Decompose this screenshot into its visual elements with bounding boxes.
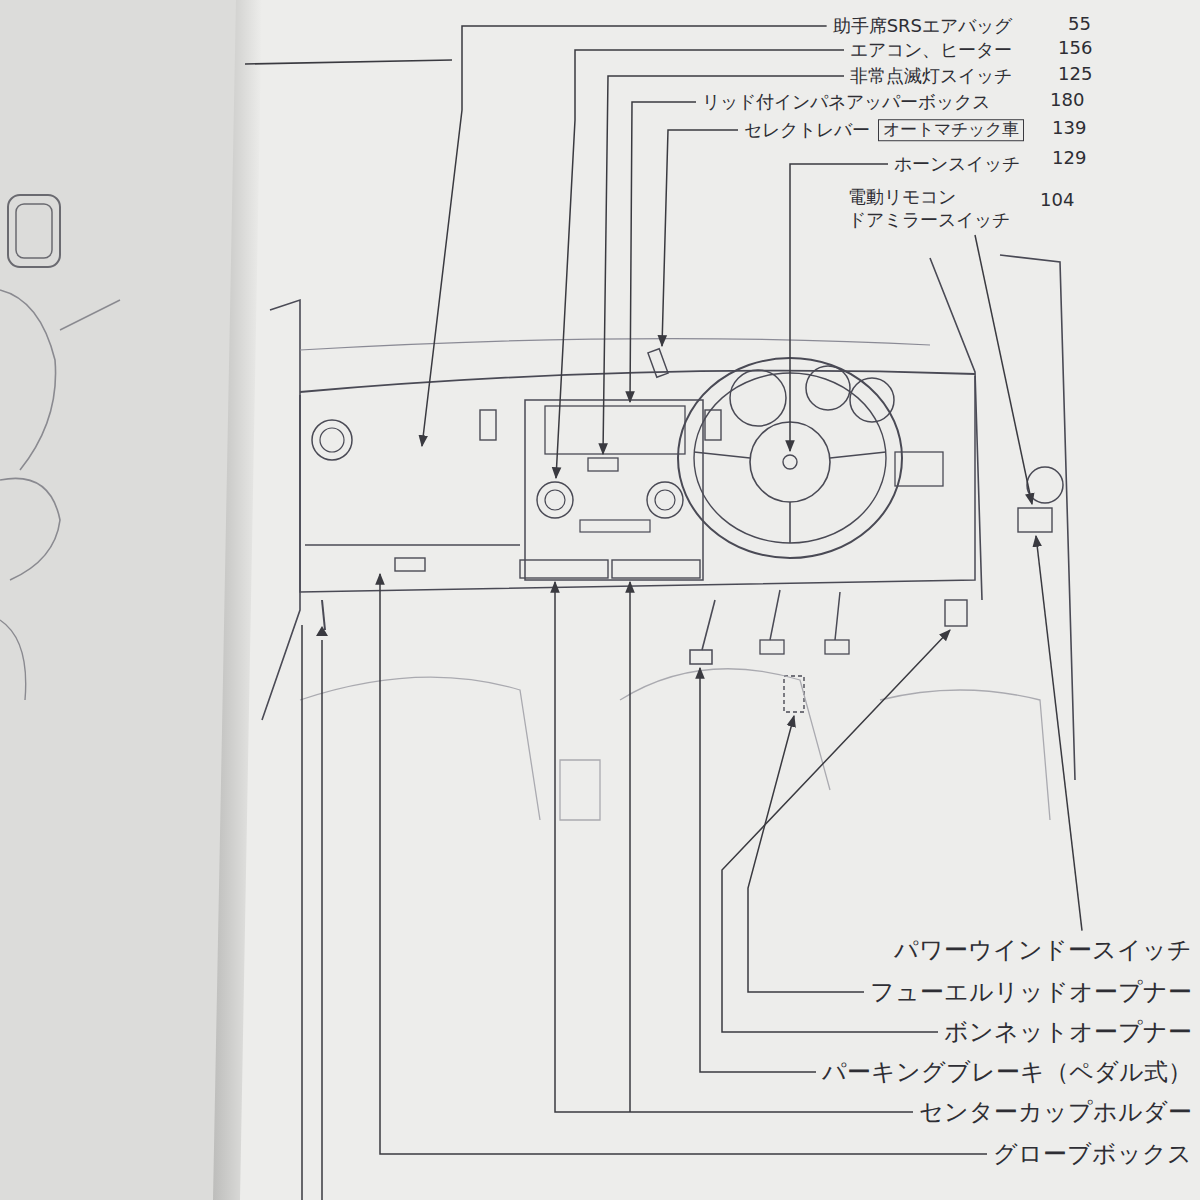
parking-brake-pedal: [702, 600, 715, 650]
air-vent: [545, 490, 565, 510]
part-label: ボンネットオープナー: [944, 1018, 1192, 1047]
page-number: 156: [1058, 37, 1092, 59]
part-label: リッド付インパネアッパーボックス: [702, 91, 990, 113]
seat-drawing: [0, 300, 120, 700]
pedal: [770, 590, 840, 640]
page-number: 129: [1052, 147, 1086, 169]
left-pillar: [262, 300, 300, 720]
leader-line: [630, 102, 696, 402]
windshield-base: [300, 339, 930, 350]
air-vent: [312, 420, 352, 460]
leader-line: [662, 130, 738, 346]
variant-tag: オートマチック車: [878, 119, 1024, 141]
cup-holder: [520, 560, 608, 578]
air-vent: [1027, 467, 1063, 503]
leader-line: [302, 625, 322, 1200]
switch-panel: [895, 452, 943, 486]
air-vent: [537, 482, 573, 518]
part-label: セレクトレバー: [744, 119, 870, 141]
center-stack: [525, 400, 703, 580]
part-label: パワーウインドースイッチ: [894, 936, 1192, 965]
part-label: グローブボックス: [993, 1140, 1192, 1169]
leader-line: [790, 164, 888, 451]
page-number: 125: [1058, 63, 1092, 85]
horn-mark: [783, 455, 797, 469]
page-number: 55: [1068, 13, 1091, 35]
page-number: 139: [1052, 117, 1086, 139]
dash-top: [300, 371, 975, 392]
leader-line: [975, 235, 1032, 504]
glove-box-handle: [395, 558, 425, 571]
leader-line: [556, 50, 844, 478]
arrow-head: [316, 626, 328, 636]
page-number: 180: [1050, 89, 1084, 111]
air-vent: [480, 410, 496, 440]
glove-box: [305, 544, 520, 546]
air-vent: [655, 490, 675, 510]
part-label: ホーンスイッチ: [894, 153, 1020, 175]
gauge: [850, 378, 894, 422]
seat-outline: [880, 690, 1050, 820]
select-lever: [648, 349, 668, 378]
part-label: センターカップホルダー: [919, 1098, 1192, 1127]
mirror-drawing: [16, 204, 52, 258]
window-switch: [1018, 508, 1052, 532]
leader-line: [422, 26, 827, 446]
part-label: パーキングブレーキ（ペダル式）: [822, 1058, 1192, 1087]
leader-line: [700, 668, 816, 1072]
leader-line: [629, 582, 631, 1112]
pedal: [825, 640, 849, 654]
climate-controls: [580, 520, 650, 532]
air-vent: [647, 482, 683, 518]
part-label: 電動リモコン ドアミラースイッチ: [848, 186, 1019, 231]
bonnet-opener: [945, 600, 967, 626]
cup-holder: [612, 560, 700, 578]
mirror-drawing: [8, 195, 60, 267]
dash-face: [300, 376, 975, 592]
upper-box-lid: [545, 406, 685, 454]
header-rule: [245, 60, 452, 64]
left-page: [0, 0, 240, 1200]
part-label: フューエルリッドオープナー: [870, 978, 1192, 1007]
leader-line: [555, 582, 913, 1112]
part-label: 非常点滅灯スイッチ: [850, 65, 1012, 87]
hazard-switch: [588, 458, 618, 471]
leader-line: [722, 630, 950, 1032]
right-page: [215, 0, 1200, 1200]
parking-brake-pedal: [690, 650, 712, 664]
page-number: 104: [1040, 189, 1074, 211]
pedal: [760, 640, 784, 654]
part-label: 助手席SRSエアバッグ: [833, 15, 1012, 37]
right-pillar: [930, 255, 1075, 780]
leader-line: [748, 716, 864, 992]
part-label: エアコン、ヒーター: [850, 39, 1012, 61]
lever: [322, 600, 325, 630]
air-vent: [320, 428, 344, 452]
wheel-spoke: [694, 452, 886, 543]
page-gutter: [213, 0, 262, 1200]
leader-line: [1036, 536, 1082, 931]
seat-drawing: [0, 290, 60, 580]
